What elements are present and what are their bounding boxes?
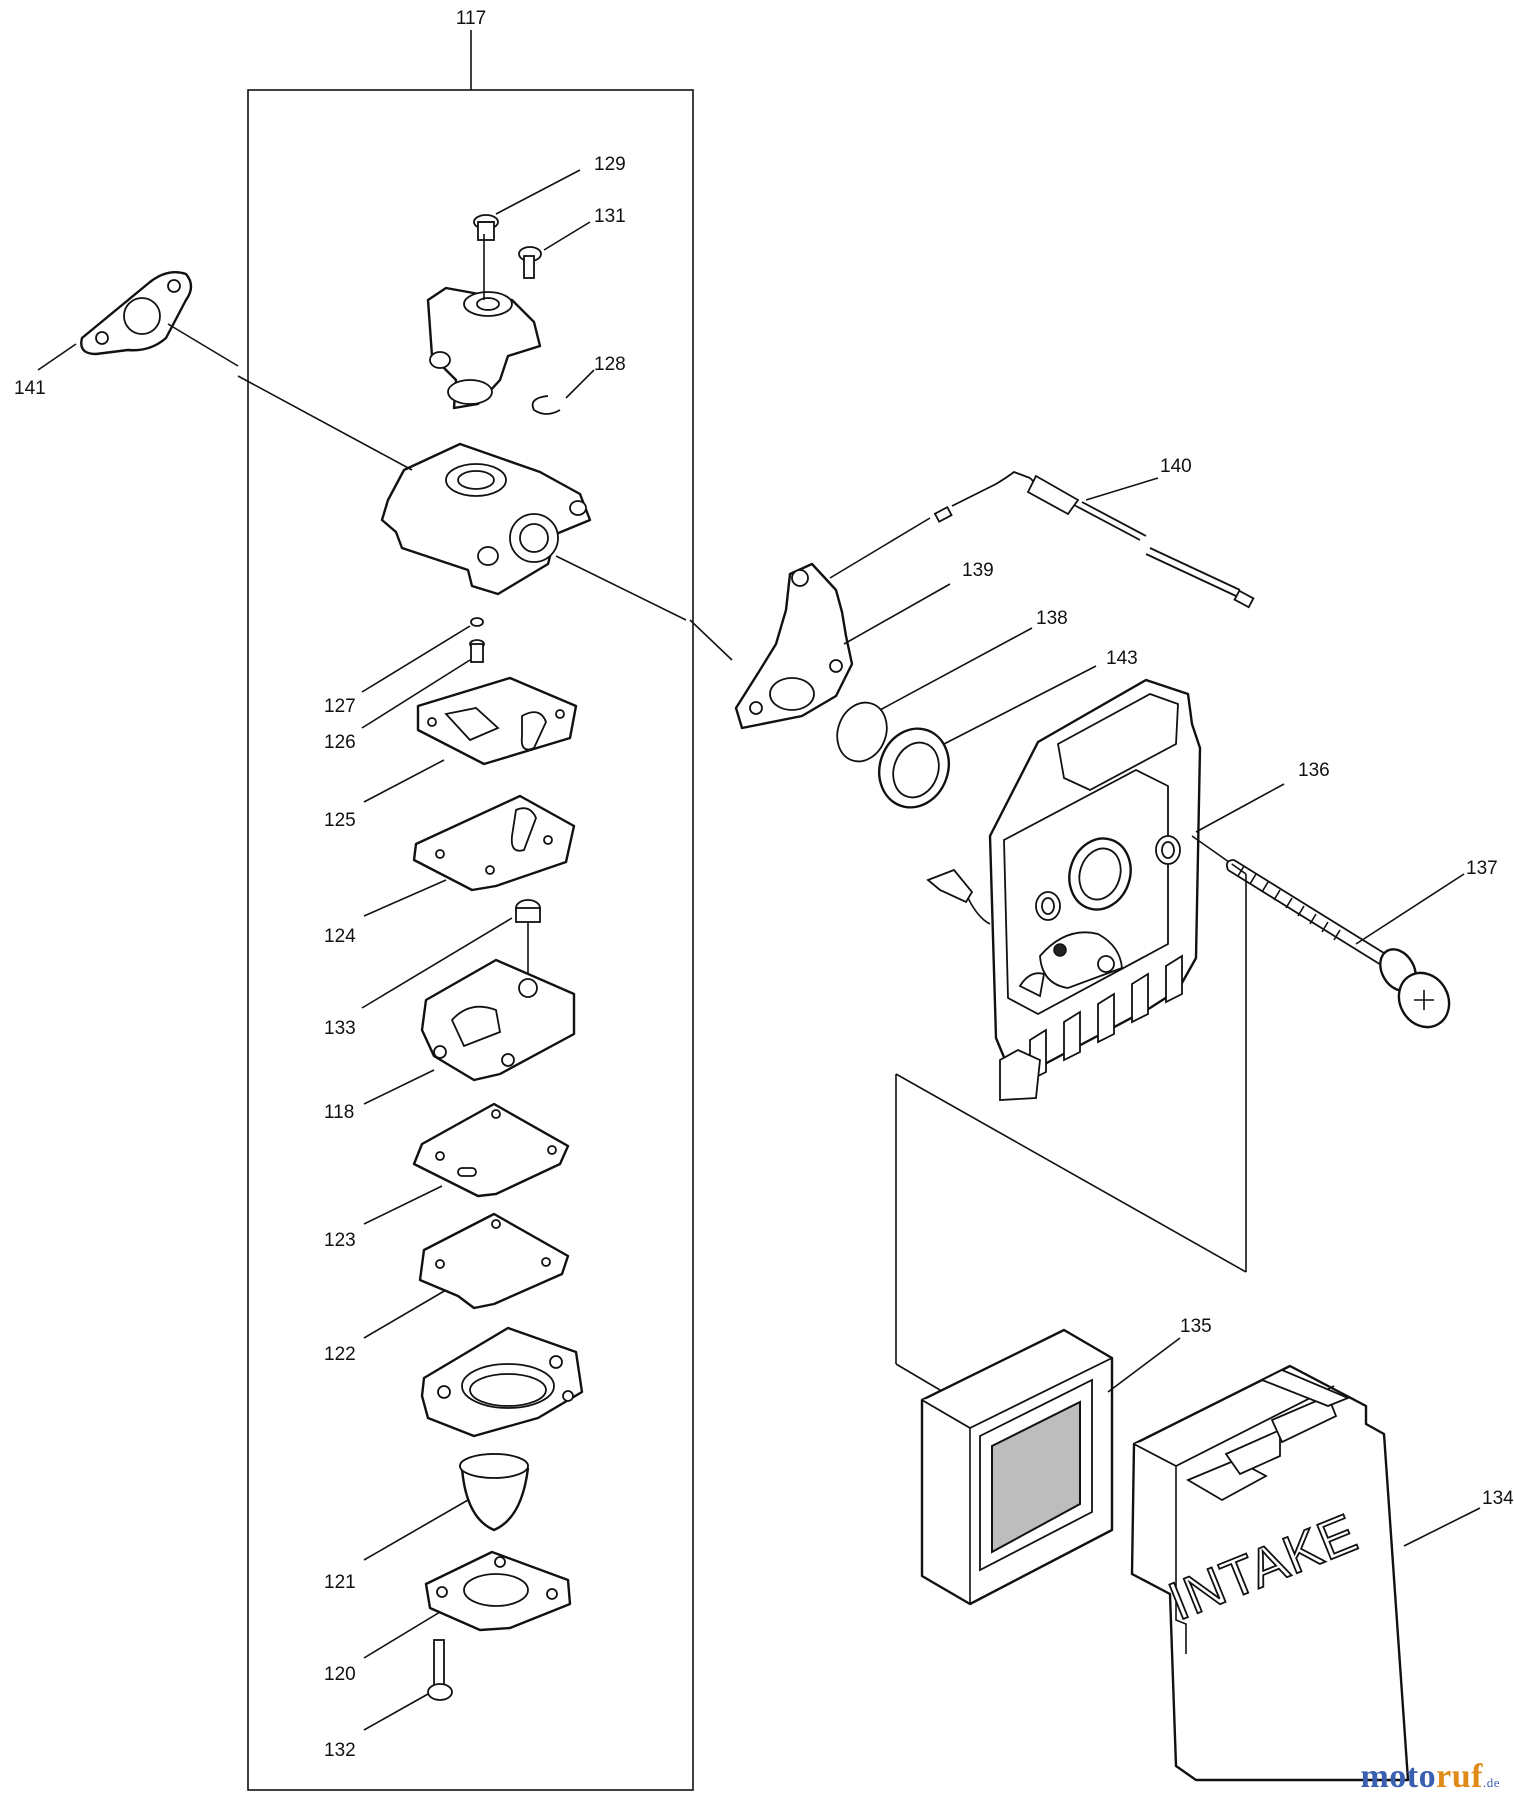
part-125-plate[interactable]: 125 — [324, 676, 578, 831]
callout-143: 143 — [1106, 648, 1138, 669]
watermark-part-a: moto — [1360, 1758, 1437, 1795]
watermark-logo: motoruf.de — [1360, 1758, 1500, 1796]
callout-133: 133 — [324, 1018, 356, 1039]
callout-128: 128 — [594, 354, 626, 375]
callout-122: 122 — [324, 1344, 356, 1365]
carburetor-assembly-box: 117 — [247, 8, 694, 1791]
callout-135: 135 — [1180, 1316, 1212, 1337]
callout-136: 136 — [1298, 760, 1330, 781]
part-133-filter[interactable]: 133 — [324, 899, 541, 1039]
callout-134: 134 — [1482, 1488, 1514, 1509]
part-132-screw[interactable]: 132 — [324, 1639, 453, 1761]
callout-139: 139 — [962, 560, 994, 581]
part-131-screw[interactable]: 131 — [518, 206, 626, 279]
callout-121: 121 — [324, 1572, 356, 1593]
callout-124: 124 — [324, 926, 356, 947]
part-139-bracket[interactable]: 139 — [689, 560, 994, 730]
part-128-clip[interactable]: 128 — [531, 354, 626, 415]
callout-117: 117 — [456, 8, 486, 29]
callout-129: 129 — [594, 154, 626, 175]
callout-140: 140 — [1160, 456, 1192, 477]
callout-138: 138 — [1036, 608, 1068, 629]
callout-131: 131 — [594, 206, 626, 227]
part-141-gasket[interactable]: 141 — [14, 271, 239, 399]
watermark-part-b: ruf — [1436, 1758, 1483, 1795]
callout-126: 126 — [324, 732, 356, 753]
part-118-pump-body[interactable]: 118 — [324, 958, 576, 1123]
part-138-oring[interactable]: 138 — [829, 608, 1068, 768]
callout-118: 118 — [324, 1102, 354, 1123]
part-134-filter-cover[interactable]: INTAKE 134 — [1130, 1364, 1514, 1782]
callout-125: 125 — [324, 810, 356, 831]
part-126-needle[interactable]: 126 — [324, 639, 485, 753]
part-121-primer-bulb[interactable]: 121 — [324, 1453, 530, 1593]
part-140-throttle-cable[interactable]: 140 — [829, 456, 1255, 609]
part-137-bolt[interactable]: 137 — [1225, 858, 1498, 1036]
part-carb-upper-body[interactable] — [426, 234, 542, 410]
callout-132: 132 — [324, 1740, 356, 1761]
part-127-oring[interactable]: 127 — [324, 617, 484, 717]
part-123-gasket[interactable]: 123 — [324, 1102, 570, 1251]
part-122-diaphragm[interactable]: 122 — [324, 1212, 570, 1365]
watermark-tld: .de — [1482, 1775, 1500, 1790]
part-143-ring[interactable]: 143 — [868, 648, 1138, 817]
callout-123: 123 — [324, 1230, 356, 1251]
part-carb-main-body[interactable] — [237, 375, 687, 621]
callout-120: 120 — [324, 1664, 356, 1685]
callout-127: 127 — [324, 696, 356, 717]
assembly-guide-lines — [895, 1073, 1247, 1391]
part-124-diaphragm[interactable]: 124 — [324, 794, 576, 947]
part-135-filter-element[interactable]: 135 — [920, 1316, 1212, 1606]
part-metering-body[interactable] — [420, 1326, 584, 1438]
part-120-retainer[interactable]: 120 — [324, 1550, 572, 1685]
part-129-screw[interactable]: 129 — [473, 154, 626, 241]
part-136-filter-base[interactable]: 136 — [926, 678, 1330, 1272]
callout-141: 141 — [14, 378, 46, 399]
callout-137: 137 — [1466, 858, 1498, 879]
